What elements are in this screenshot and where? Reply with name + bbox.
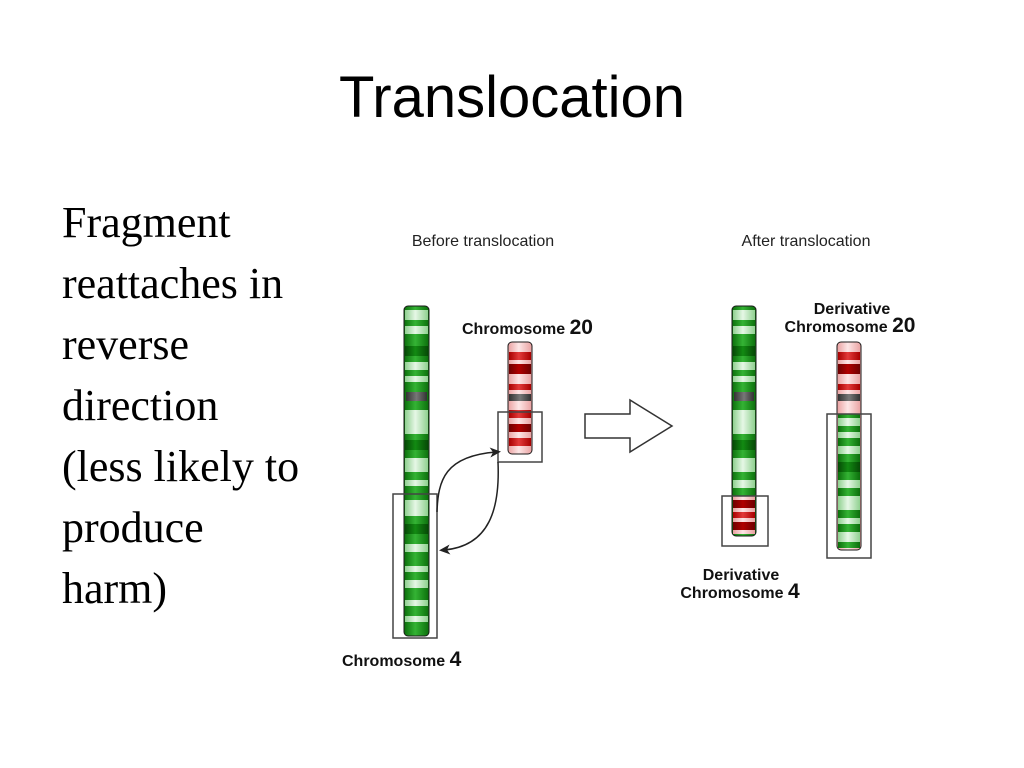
derivative-4-fragment-box bbox=[721, 495, 769, 547]
exchange-arrow-up bbox=[436, 447, 501, 513]
body-line: harm) bbox=[62, 564, 168, 613]
transition-arrow-icon bbox=[584, 398, 674, 454]
derivative-4-label-line2: Chromosome 4 bbox=[680, 580, 800, 603]
chromosome-4-fragment-box bbox=[392, 493, 438, 639]
body-line: reattaches in bbox=[62, 259, 284, 308]
chromosome-20-label: Chromosome 20 bbox=[462, 316, 593, 339]
body-line: (less likely to bbox=[62, 442, 300, 491]
chromosome-20-before bbox=[497, 341, 543, 463]
derivative-chromosome-20 bbox=[826, 341, 872, 559]
chromosome-4-label: Chromosome 4 bbox=[342, 648, 462, 671]
exchange-arrow-down bbox=[439, 461, 499, 555]
body-line: Fragment bbox=[62, 198, 231, 247]
derivative-20-label-line1: Derivative bbox=[814, 301, 891, 318]
chromosome-4-before bbox=[392, 305, 438, 639]
slide-body-text: Fragment reattaches in reverse direction… bbox=[62, 192, 362, 619]
slide-title: Translocation bbox=[338, 65, 686, 130]
body-line: direction bbox=[62, 381, 219, 430]
body-line: reverse bbox=[62, 320, 190, 369]
derivative-chromosome-4 bbox=[721, 305, 769, 547]
before-translocation-heading: Before translocation bbox=[412, 233, 554, 250]
derivative-4-label-line1: Derivative bbox=[703, 567, 780, 584]
after-translocation-heading: After translocation bbox=[742, 233, 871, 250]
derivative-20-label-line2: Chromosome 20 bbox=[785, 314, 916, 337]
chromosome-20-fragment-box bbox=[497, 411, 543, 463]
derivative-20-fragment-box bbox=[826, 413, 872, 559]
body-line: produce bbox=[62, 503, 204, 552]
